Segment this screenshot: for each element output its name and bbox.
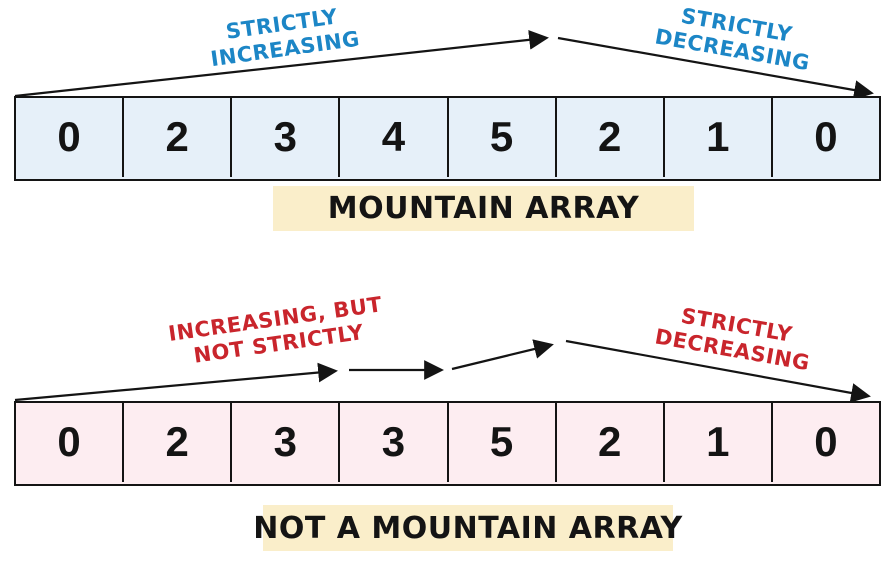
array-cell: 5 bbox=[446, 96, 555, 177]
not-mountain-increasing-label: INCREASING, BUT NOT STRICTLY bbox=[167, 292, 385, 371]
array-cell: 3 bbox=[230, 96, 338, 177]
not-mountain-array-row: 0 2 3 3 5 2 1 0 bbox=[14, 401, 881, 486]
array-cell: 4 bbox=[338, 96, 446, 177]
array-cell: 2 bbox=[122, 96, 230, 177]
array-cell: 2 bbox=[554, 401, 663, 482]
array-cell: 5 bbox=[446, 401, 555, 482]
array-cell: 2 bbox=[122, 401, 230, 482]
array-cell: 1 bbox=[662, 401, 771, 482]
array-cell: 1 bbox=[662, 96, 771, 177]
not-mountain-increasing-arrow-1 bbox=[14, 362, 338, 402]
not-mountain-increasing-arrow-2 bbox=[451, 339, 554, 371]
array-cell: 0 bbox=[57, 112, 81, 160]
mountain-array-row: 0 2 3 4 5 2 1 0 bbox=[14, 96, 881, 181]
mountain-increasing-label: STRICTLY INCREASING bbox=[193, 0, 373, 73]
array-cell: 0 bbox=[57, 417, 81, 465]
array-cell: 3 bbox=[338, 401, 446, 482]
array-cell: 2 bbox=[554, 96, 663, 177]
not-mountain-array-caption: NOT A MOUNTAIN ARRAY bbox=[253, 505, 682, 551]
not-mountain-decreasing-label: STRICTLY DECREASING bbox=[649, 299, 820, 376]
mountain-array-caption: MOUNTAIN ARRAY bbox=[273, 186, 694, 231]
array-cell: 0 bbox=[770, 96, 879, 177]
array-cell: 3 bbox=[230, 401, 338, 482]
array-cell: 0 bbox=[770, 401, 879, 482]
mountain-decreasing-label: STRICTLY DECREASING bbox=[649, 0, 820, 76]
